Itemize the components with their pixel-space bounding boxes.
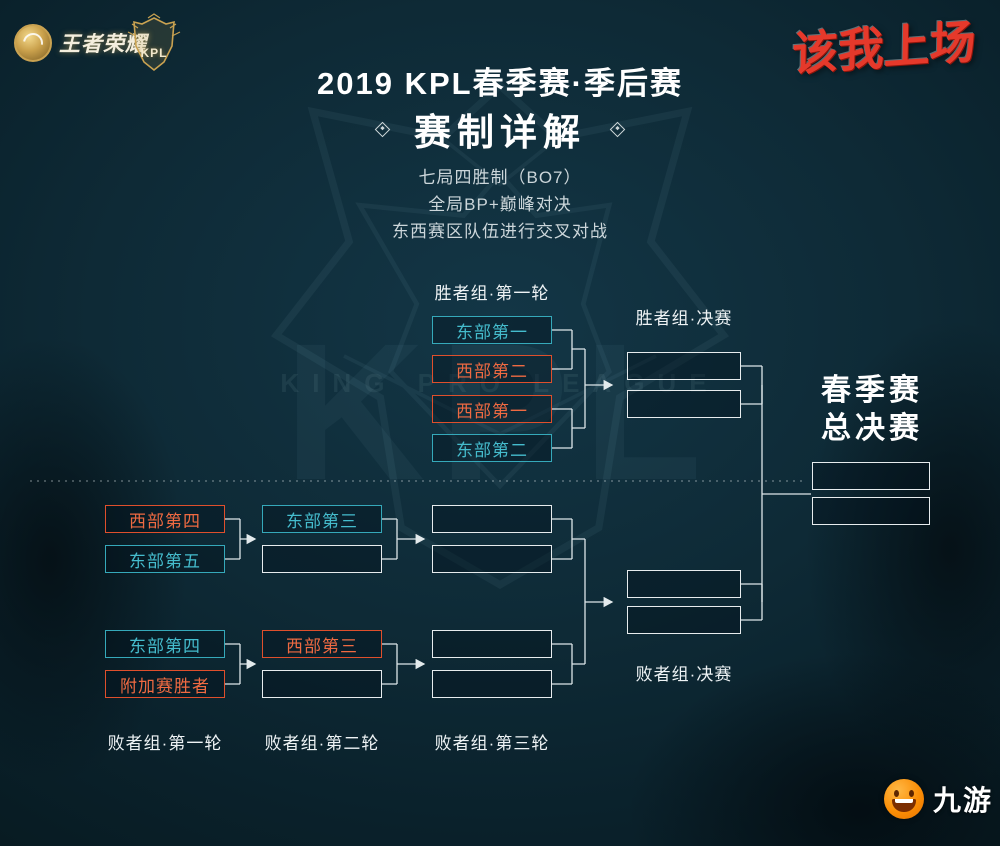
grand-final-title: 春季赛 总决赛: [807, 372, 937, 448]
team-slot-east-third: 东部第三: [262, 505, 382, 533]
losers-round1-label: 败者组·第一轮: [107, 734, 223, 753]
diamond-ornament-right: [609, 121, 626, 137]
kpl-league-logo: KPL: [122, 12, 186, 76]
smiley-mouth: [892, 799, 916, 812]
losers-round3-upper-slot-1: [432, 505, 552, 533]
kpl-shield-icon: [127, 13, 181, 72]
rule-line-1: 七局四胜制（BO7）: [418, 168, 582, 187]
dragon-silhouette-right: [750, 230, 1000, 846]
team-slot-east-fifth: 东部第五: [105, 545, 225, 573]
team-slot-east-first: 东部第一: [432, 316, 552, 344]
grand-final-slot-2: [812, 497, 930, 525]
format-rules: 七局四胜制（BO7） 全局BP+巅峰对决 东西赛区队伍进行交叉对战: [0, 164, 1000, 245]
kpl-logo-text: KPL: [140, 46, 168, 60]
team-slot-playin-winner: 附加赛胜者: [105, 670, 225, 698]
losers-round3-lower-slot-2: [432, 670, 552, 698]
losers-final-slot-1: [627, 570, 741, 598]
9game-logo-text: 九游: [933, 785, 994, 816]
grand-final-slot-1: [812, 462, 930, 490]
honor-of-kings-logo: 王者荣耀: [14, 24, 147, 62]
honor-of-kings-logo-text: 王者荣耀: [59, 33, 147, 56]
grand-final-title-line2: 总决赛: [821, 412, 923, 445]
rule-line-3: 东西赛区队伍进行交叉对战: [392, 222, 608, 241]
winners-round1-label: 胜者组·第一轮: [434, 284, 550, 303]
losers-round2-lower-slot: [262, 670, 382, 698]
team-slot-east-fourth: 东部第四: [105, 630, 225, 658]
diamond-ornament-left: [374, 121, 391, 137]
smiley-right-eye: [909, 790, 914, 797]
losers-round3-label: 败者组·第三轮: [434, 734, 550, 753]
winners-final-slot-2: [627, 390, 741, 418]
9game-smiley-icon: [884, 779, 924, 819]
page-subtitle: 赛制详解: [414, 112, 586, 153]
page-title: 2019 KPL春季赛·季后赛: [317, 66, 683, 101]
rule-line-2: 全局BP+巅峰对决: [428, 195, 572, 214]
losers-round2-label: 败者组·第二轮: [264, 734, 380, 753]
losers-round3-lower-slot-1: [432, 630, 552, 658]
team-slot-west-third: 西部第三: [262, 630, 382, 658]
team-slot-west-second: 西部第二: [432, 355, 552, 383]
subtitle-row: 赛制详解: [0, 102, 1000, 156]
winners-final-slot-1: [627, 352, 741, 380]
smiley-left-eye: [894, 790, 899, 797]
losers-round2-upper-slot: [262, 545, 382, 573]
team-slot-east-second: 东部第二: [432, 434, 552, 462]
9game-logo: 九游: [884, 779, 993, 819]
team-slot-west-first: 西部第一: [432, 395, 552, 423]
losers-final-label: 败者组·决赛: [635, 665, 733, 684]
losers-final-slot-2: [627, 606, 741, 634]
winners-final-label: 胜者组·决赛: [635, 309, 733, 328]
team-slot-west-fourth: 西部第四: [105, 505, 225, 533]
losers-round3-upper-slot-2: [432, 545, 552, 573]
honor-of-kings-icon: [14, 24, 52, 62]
grand-final-title-line1: 春季赛: [821, 374, 923, 407]
